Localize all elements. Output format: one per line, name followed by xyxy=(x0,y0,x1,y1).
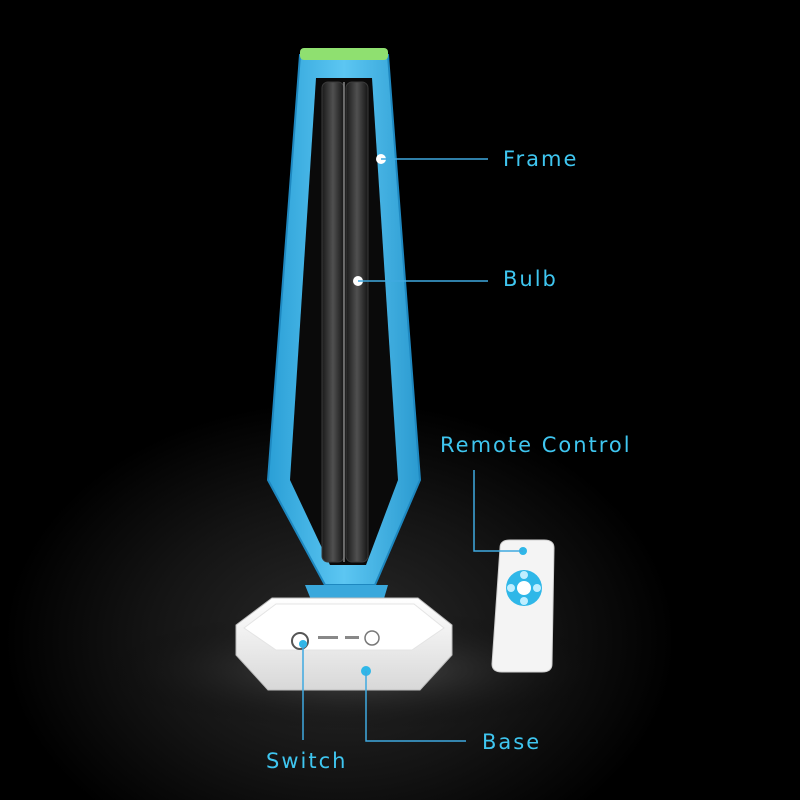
base-label: Base xyxy=(482,730,542,754)
remote-control xyxy=(491,539,555,673)
uv-bulb xyxy=(321,81,369,563)
mode-button-icon xyxy=(364,630,380,646)
lamp-base xyxy=(235,597,453,691)
remote-control-label: Remote Control xyxy=(440,433,632,457)
switch-label: Switch xyxy=(266,749,348,773)
callout-lines xyxy=(299,154,527,742)
frame-label: Frame xyxy=(503,147,579,171)
bulb-label: Bulb xyxy=(503,267,558,291)
top-indicator-light xyxy=(300,48,388,60)
power-switch-icon xyxy=(291,632,309,650)
